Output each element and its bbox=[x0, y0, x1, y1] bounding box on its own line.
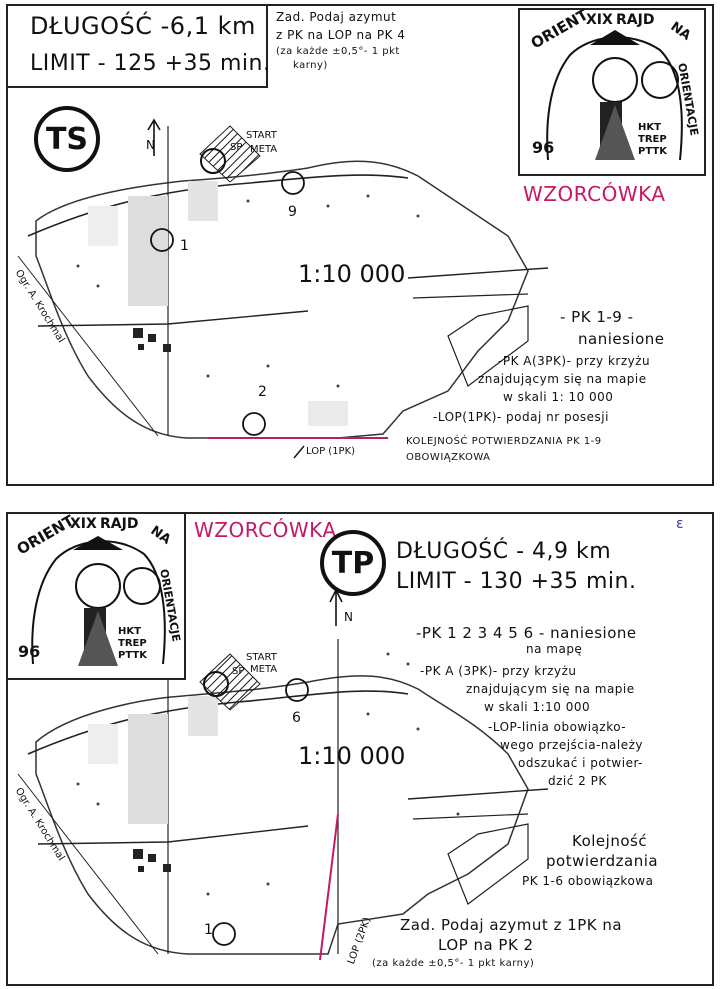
tp-note-6: -LOP-linia obowiązko- bbox=[488, 720, 627, 734]
ts-scale: 1:10 000 bbox=[298, 260, 406, 288]
ts-sp-label: SP bbox=[230, 142, 243, 153]
ts-badge: TS bbox=[34, 106, 100, 172]
ts-task-line-4: karny) bbox=[293, 60, 328, 71]
ts-meta-label: META bbox=[250, 144, 278, 155]
ts-template-label: WZORCÓWKA bbox=[523, 182, 666, 206]
tp-task-line-2: LOP na PK 2 bbox=[438, 936, 534, 954]
tp-note-1: -PK 1 2 3 4 5 6 - naniesione bbox=[416, 624, 637, 642]
logo-roman: XIX bbox=[70, 516, 97, 532]
tp-corner-mark: ε bbox=[676, 516, 684, 532]
mascot-icon bbox=[546, 30, 683, 161]
tp-card: ORIENT XIX RAJD NA ORIENTACJE 96 HKT TRE… bbox=[6, 512, 714, 986]
ts-note-4: znajdującym się na mapie bbox=[478, 372, 647, 386]
tp-limit: LIMIT - 130 +35 min. bbox=[396, 569, 637, 594]
tp-note-4: znajdującym się na mapie bbox=[466, 682, 635, 696]
ts-cp-2: 2 bbox=[258, 384, 267, 400]
ts-task-line-2: z PK na LOP na PK 4 bbox=[276, 28, 406, 42]
ts-cp-1: 1 bbox=[180, 238, 189, 254]
logo-year: 96 bbox=[18, 642, 41, 661]
tp-event-logo: ORIENT XIX RAJD NA ORIENTACJE 96 HKT TRE… bbox=[8, 514, 186, 680]
ts-note-8: OBOWIĄZKOWA bbox=[406, 452, 491, 463]
logo-club-3: PTTK bbox=[118, 650, 147, 661]
ts-limit: LIMIT - 125 +35 min. bbox=[30, 51, 271, 76]
tp-cp-6: 6 bbox=[292, 710, 301, 726]
logo-club-1: HKT bbox=[118, 626, 141, 637]
tp-order-2: potwierdzania bbox=[546, 852, 659, 870]
tp-note-7: wego przejścia-należy bbox=[500, 738, 643, 752]
logo-club-2: TREP bbox=[638, 134, 667, 145]
ts-length: DŁUGOŚĆ -6,1 km bbox=[30, 12, 256, 40]
logo-club-1: HKT bbox=[638, 122, 661, 133]
tp-note-9: dzić 2 PK bbox=[548, 774, 607, 788]
ts-cp-9: 9 bbox=[288, 204, 297, 220]
ts-header-box: DŁUGOŚĆ -6,1 km LIMIT - 125 +35 min. bbox=[8, 6, 271, 88]
tp-order-3: PK 1-6 obowiązkowa bbox=[522, 874, 654, 888]
tp-map bbox=[17, 588, 549, 961]
ts-event-logo: ORIENT XIX RAJD NA ORIENTACJE 96 HKT TRE… bbox=[518, 6, 706, 176]
tp-note-5: w skali 1:10 000 bbox=[484, 700, 591, 714]
ts-task-line-3: (za każde ±0,5°- 1 pkt bbox=[276, 46, 400, 57]
logo-year: 96 bbox=[532, 138, 555, 157]
logo-rajd: RAJD bbox=[100, 516, 139, 532]
tp-note-2: na mapę bbox=[526, 642, 583, 656]
logo-roman: XIX bbox=[586, 12, 613, 28]
logo-club-2: TREP bbox=[118, 638, 147, 649]
ts-map bbox=[17, 118, 549, 459]
tp-north-label: N bbox=[344, 610, 353, 624]
tp-task-line-1: Zad. Podaj azymut z 1PK na bbox=[400, 916, 623, 934]
tp-length: DŁUGOŚĆ - 4,9 km bbox=[396, 539, 612, 564]
tp-sp-label: SP bbox=[232, 666, 245, 677]
tp-start-label: START bbox=[246, 652, 277, 663]
ts-task-line-1: Zad. Podaj azymut bbox=[276, 10, 397, 24]
mascot-icon bbox=[31, 536, 166, 666]
tp-template-label: WZORCÓWKA bbox=[194, 518, 337, 542]
ts-note-2: naniesione bbox=[578, 330, 665, 348]
tp-meta-label: META bbox=[250, 664, 278, 675]
tp-note-3: -PK A (3PK)- przy krzyżu bbox=[420, 664, 577, 678]
tp-order-1: Kolejność bbox=[572, 832, 648, 850]
ts-note-7: KOLEJNOŚĆ POTWIERDZANIA PK 1-9 bbox=[406, 436, 602, 447]
logo-club-3: PTTK bbox=[638, 146, 667, 157]
ts-note-3: -PK A(3PK)- przy krzyżu bbox=[498, 354, 651, 368]
tp-scale: 1:10 000 bbox=[298, 742, 406, 770]
tp-cp-1: 1 bbox=[204, 922, 213, 938]
tp-badge: TP bbox=[320, 530, 386, 596]
ts-card: DŁUGOŚĆ -6,1 km LIMIT - 125 +35 min. Zad… bbox=[6, 4, 714, 486]
ts-note-6: -LOP(1PK)- podaj nr posesji bbox=[433, 410, 609, 424]
ts-north-label: N bbox=[146, 138, 155, 152]
ts-start-label: START bbox=[246, 130, 277, 141]
tp-task-line-3: (za każde ±0,5°- 1 pkt karny) bbox=[372, 958, 535, 969]
ts-note-5: w skali 1: 10 000 bbox=[503, 390, 614, 404]
logo-rajd: RAJD bbox=[616, 12, 655, 28]
ts-lop-label: LOP (1PK) bbox=[306, 446, 356, 457]
ts-note-1: - PK 1-9 - bbox=[560, 308, 634, 326]
tp-note-8: odszukać i potwier- bbox=[518, 756, 643, 770]
